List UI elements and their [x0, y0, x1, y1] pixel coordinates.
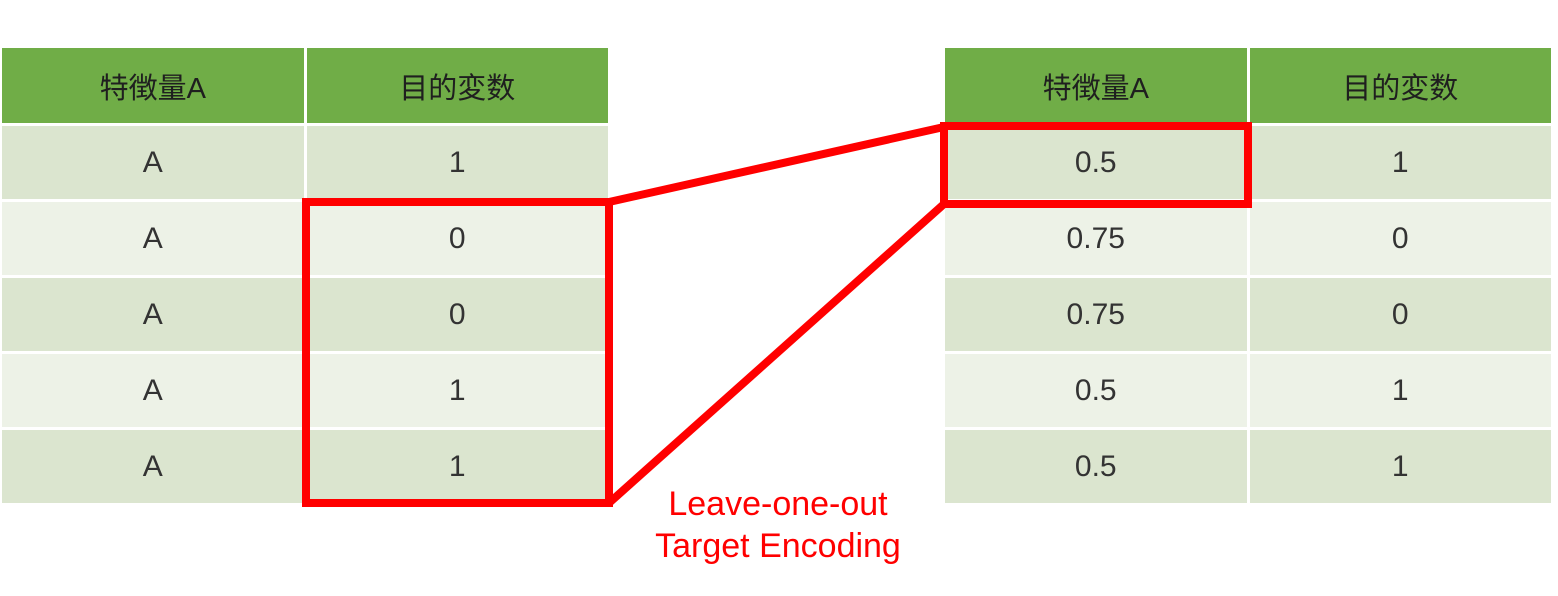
annotation-label-line1: Leave-one-out — [668, 485, 888, 523]
table-cell: 1 — [306, 430, 608, 503]
table-cell: 1 — [1249, 126, 1551, 199]
table-cell: 0.5 — [945, 126, 1247, 199]
table-cell: A — [2, 354, 304, 427]
table-cell: 1 — [306, 126, 608, 199]
connector-line-top — [608, 123, 945, 206]
table-cell: A — [2, 202, 304, 275]
original-table-header-feature: 特徴量A — [2, 48, 304, 123]
table-cell: 0 — [306, 202, 608, 275]
table-cell: A — [2, 278, 304, 351]
table-cell: 0.75 — [945, 202, 1247, 275]
table-cell: A — [2, 126, 304, 199]
connector-line-bottom — [606, 201, 947, 506]
original-table-header-target: 目的変数 — [306, 48, 608, 123]
encoded-table: 特徴量A 目的変数 0.5 1 0.75 0 0.75 0 0.5 1 0.5 … — [945, 48, 1551, 503]
table-cell: 0 — [1249, 202, 1551, 275]
table-cell: A — [2, 430, 304, 503]
table-cell: 0 — [1249, 278, 1551, 351]
annotation-label-line2: Target Encoding — [655, 527, 901, 565]
table-cell: 0.75 — [945, 278, 1247, 351]
table-cell: 0 — [306, 278, 608, 351]
encoded-table-header-feature: 特徴量A — [945, 48, 1247, 123]
table-cell: 0.5 — [945, 430, 1247, 503]
table-cell: 0.5 — [945, 354, 1247, 427]
table-cell: 1 — [1249, 354, 1551, 427]
encoded-table-header-target: 目的変数 — [1249, 48, 1551, 123]
table-cell: 1 — [1249, 430, 1551, 503]
table-cell: 1 — [306, 354, 608, 427]
original-table: 特徴量A 目的変数 A 1 A 0 A 0 A 1 A 1 — [2, 48, 608, 503]
annotation-label: Leave-one-out Target Encoding — [598, 483, 958, 567]
